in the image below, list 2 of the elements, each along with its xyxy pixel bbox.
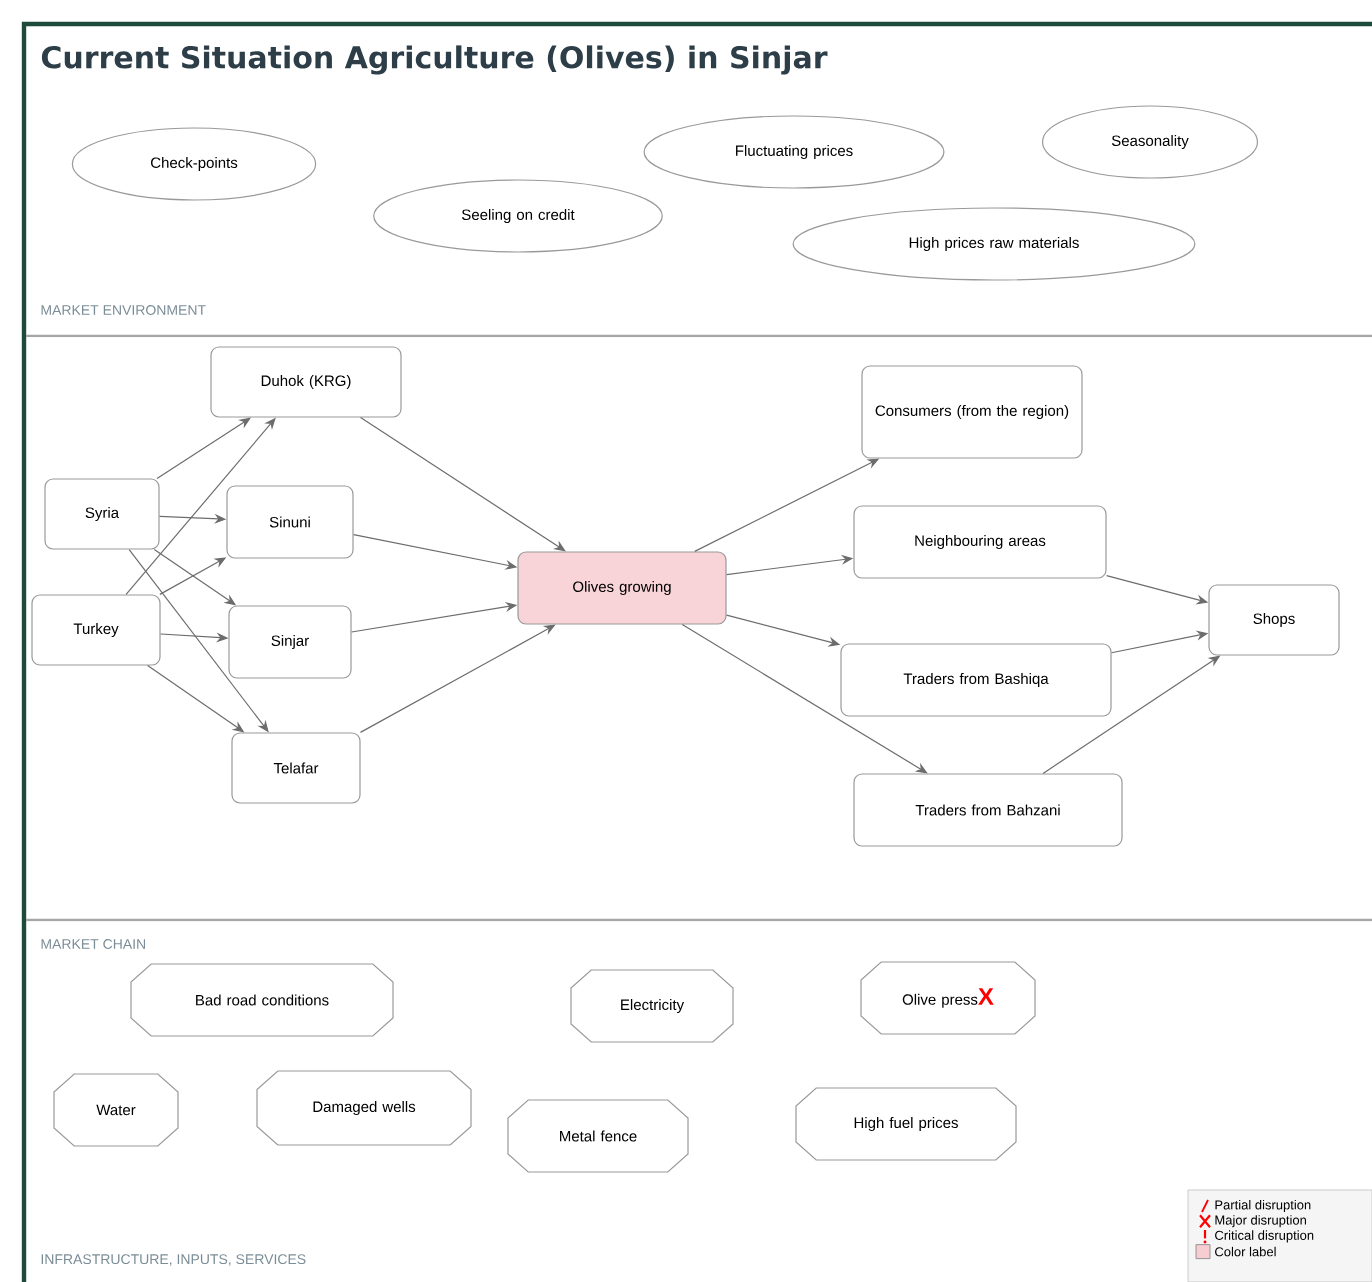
arrow <box>359 417 566 552</box>
title: Current Situation Agriculture (Olives) in Sinjar <box>41 45 828 75</box>
